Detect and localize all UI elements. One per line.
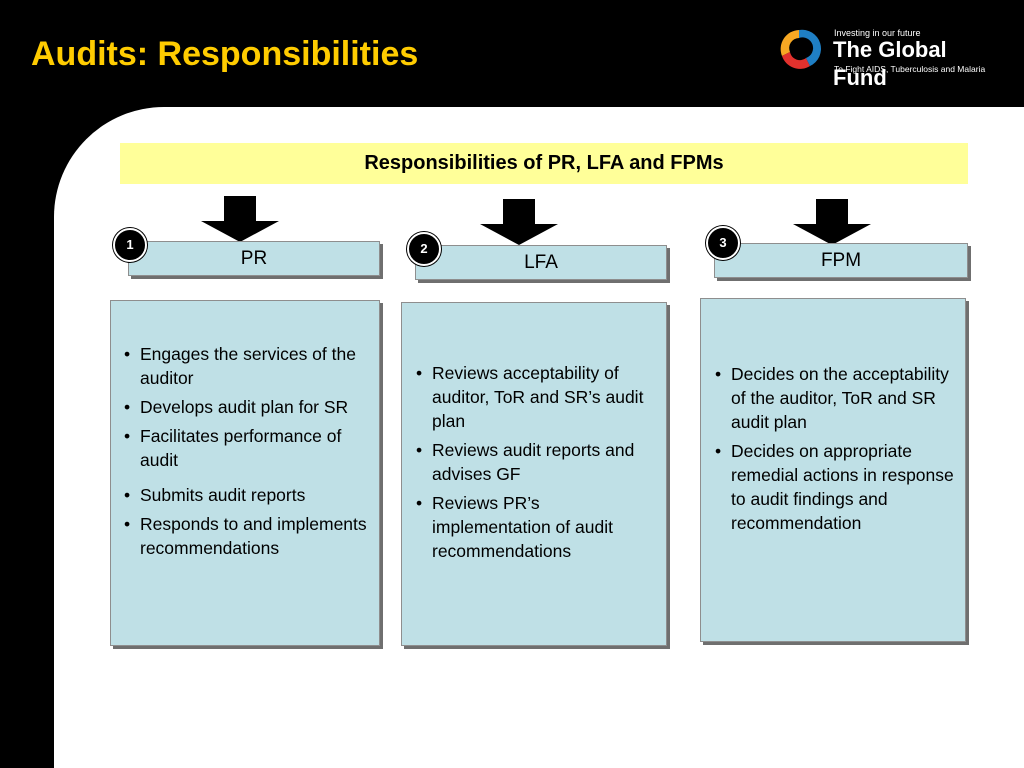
global-fund-swirl-icon (780, 29, 822, 69)
list-item: Reviews audit reports and advises GF (410, 438, 656, 486)
list-item: Facilitates performance of audit (118, 424, 368, 472)
section-banner: Responsibilities of PR, LFA and FPMs (120, 143, 968, 184)
down-arrow-icon (793, 199, 871, 245)
list-item: Engages the services of the auditor (118, 342, 368, 390)
lfa-responsibilities-list: Reviews acceptability of auditor, ToR an… (410, 361, 656, 568)
down-arrow-icon (201, 196, 279, 242)
list-item: Submits audit reports (118, 483, 368, 507)
step-number-2: 2 (407, 232, 441, 266)
list-item: Reviews acceptability of auditor, ToR an… (410, 361, 656, 433)
step-number-1: 1 (113, 228, 147, 262)
list-item: Decides on appropriate remedial actions … (709, 439, 955, 535)
list-item: Responds to and implements recommendatio… (118, 512, 368, 560)
fpm-header: FPM (714, 243, 968, 278)
fpm-responsibilities-box: Decides on the acceptability of the audi… (700, 298, 966, 642)
list-item: Reviews PR’s implementation of audit rec… (410, 491, 656, 563)
logo-name: The Global Fund (833, 37, 947, 90)
slide-title: Audits: Responsibilities (31, 35, 419, 73)
list-item: Develops audit plan for SR (118, 395, 368, 419)
fpm-responsibilities-list: Decides on the acceptability of the audi… (709, 362, 955, 540)
pr-responsibilities-list: Engages the services of the auditor Deve… (118, 342, 368, 565)
lfa-responsibilities-box: Reviews acceptability of auditor, ToR an… (401, 302, 667, 646)
down-arrow-icon (480, 199, 558, 245)
lfa-header: LFA (415, 245, 667, 280)
pr-responsibilities-box: Engages the services of the auditor Deve… (110, 300, 380, 646)
list-item: Decides on the acceptability of the audi… (709, 362, 955, 434)
global-fund-logo: Investing in our future The Global Fund … (770, 22, 1004, 90)
logo-tagline: Investing in our future (834, 28, 921, 38)
step-number-3: 3 (706, 226, 740, 260)
pr-header: PR (128, 241, 380, 276)
logo-subtitle: To Fight AIDS, Tuberculosis and Malaria (834, 64, 986, 74)
